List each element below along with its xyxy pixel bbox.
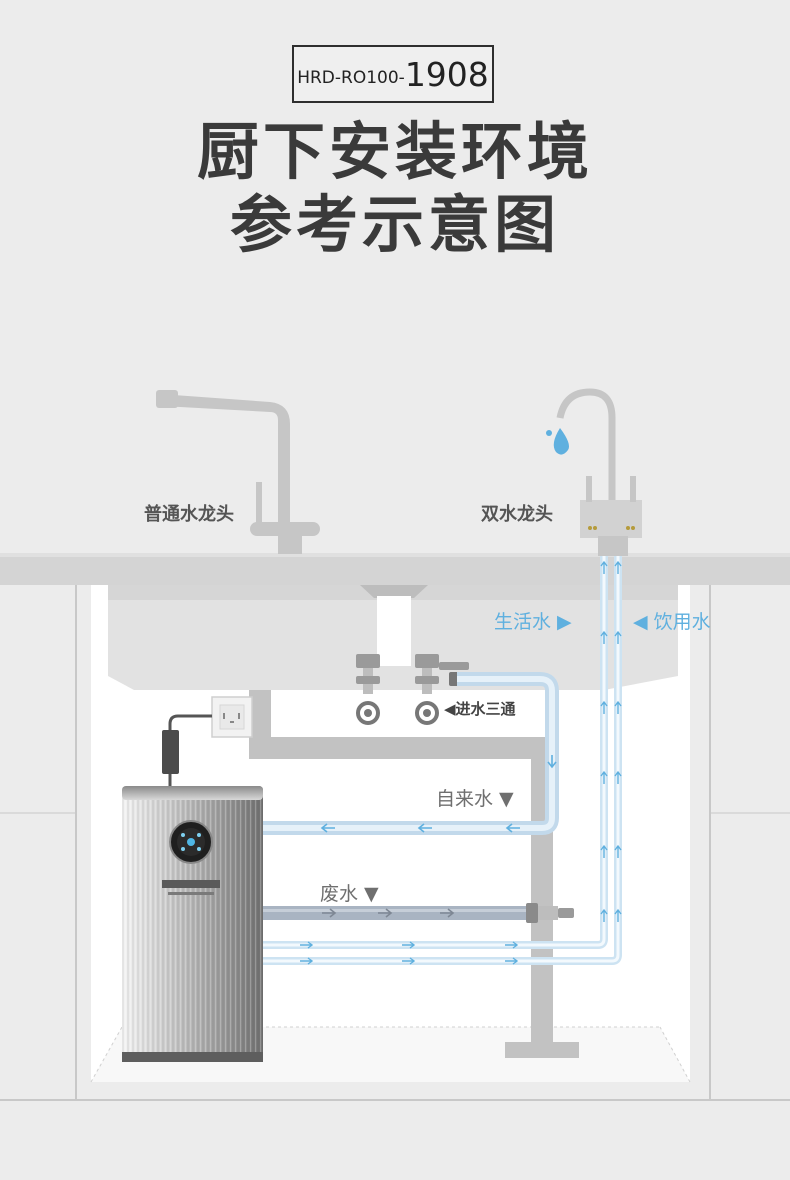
model-label: HRD-RO100-1908 bbox=[292, 45, 494, 103]
water-purifier bbox=[122, 786, 263, 1062]
page-subtitle: 参考示意图 bbox=[229, 188, 560, 261]
tap-water-label: 自来水 ▼ bbox=[436, 788, 514, 810]
waste-water-label: 废水 ▼ bbox=[320, 883, 379, 905]
waste-water-pipe bbox=[263, 906, 528, 920]
model-number: 1908 bbox=[404, 54, 489, 94]
household-water-label: 生活水 ▶ bbox=[494, 611, 572, 633]
water-drop bbox=[553, 428, 569, 455]
drinking-water-label: ◀ 饮用水 bbox=[633, 611, 711, 633]
dual-faucet bbox=[546, 388, 642, 556]
model-prefix: HRD-RO100- bbox=[297, 67, 405, 88]
page-title: 厨下安装环境 bbox=[196, 115, 593, 188]
dual-faucet-label: 双水龙头 bbox=[481, 504, 553, 525]
power-socket bbox=[162, 696, 253, 786]
inlet-tee-label: ◀进水三通 bbox=[444, 700, 516, 718]
drinking-water-pipes bbox=[263, 556, 622, 965]
normal-faucet-label: 普通水龙头 bbox=[144, 504, 234, 525]
countertop bbox=[0, 553, 790, 585]
normal-faucet bbox=[156, 390, 320, 554]
angle-valves bbox=[356, 654, 469, 725]
